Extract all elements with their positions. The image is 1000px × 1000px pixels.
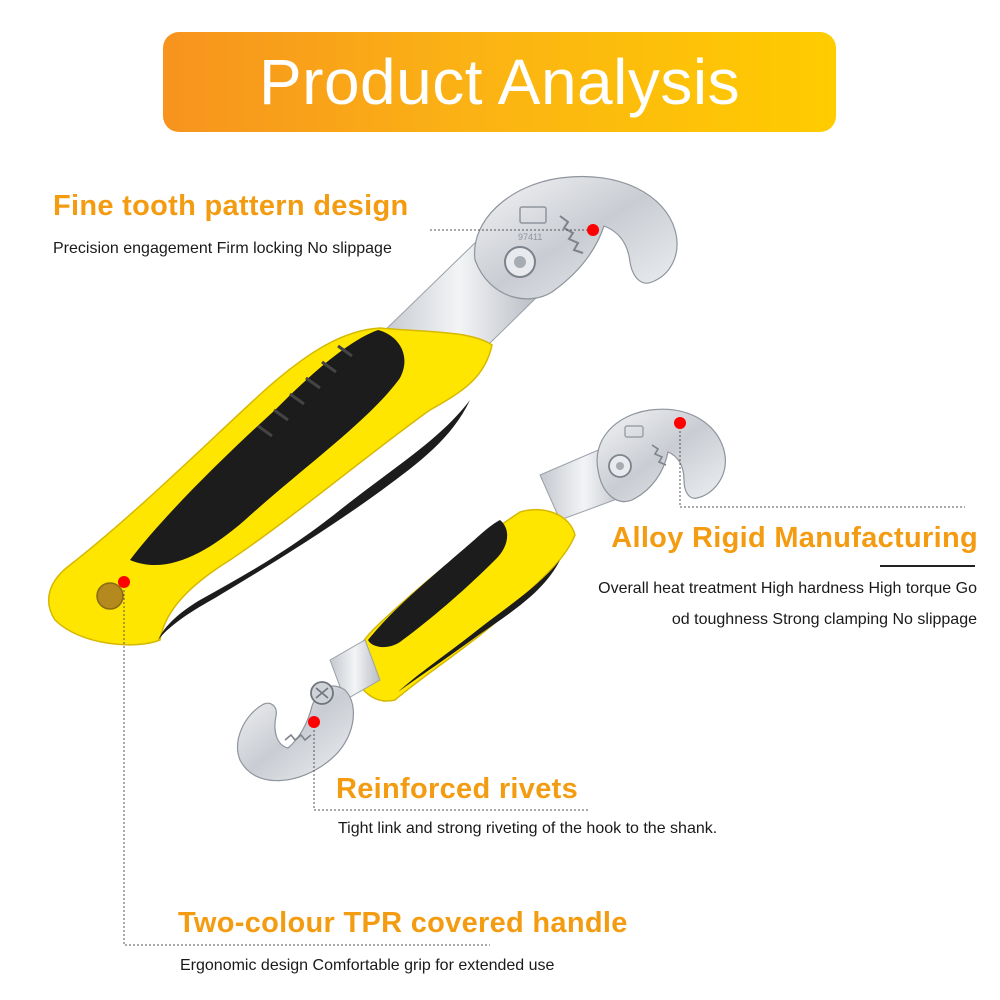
large-wrench-grip-ridges [257, 344, 353, 438]
feature-heading-rivets: Reinforced rivets [336, 773, 579, 805]
marker-rivets [308, 716, 320, 728]
small-wrench-grip [368, 520, 508, 648]
small-wrench [236, 408, 726, 782]
feature-heading-teeth: Fine tooth pattern design [53, 190, 409, 222]
callout-markers [118, 224, 686, 728]
large-wrench-logo [519, 206, 547, 224]
feature-desc-rivets: Tight link and strong riveting of the ho… [338, 820, 718, 837]
small-wrench-lower-head [236, 685, 354, 782]
large-wrench-hang-hole [96, 582, 124, 610]
feature-desc-teeth: Precision engagement Firm locking No sli… [53, 240, 392, 257]
large-wrench: 97411 [47, 175, 678, 646]
title-banner: Product Analysis [163, 32, 836, 132]
marker-teeth [587, 224, 599, 236]
callout-line-handle [123, 582, 490, 946]
small-wrench-lower-shank [329, 639, 381, 701]
small-wrench-handle-yellow [353, 509, 576, 702]
small-wrench-upper-head [596, 408, 726, 503]
callout-line-alloy [679, 423, 965, 508]
feature-heading-handle: Two-colour TPR covered handle [178, 907, 628, 939]
marker-handle [118, 576, 130, 588]
large-wrench-grip-upper [130, 330, 405, 566]
large-wrench-stamp: 97411 [518, 232, 542, 242]
feature-heading-alloy: Alloy Rigid Manufacturing [611, 522, 978, 554]
callout-lines [123, 229, 965, 946]
feature-desc-alloy-line2: od toughness Strong clamping No slippage [671, 611, 977, 628]
large-wrench-head [474, 175, 678, 300]
large-wrench-teeth [559, 215, 584, 254]
callout-line-rivets [313, 722, 590, 811]
page-title: Product Analysis [258, 46, 741, 118]
feature-desc-alloy-line1: Overall heat treatment High hardness Hig… [598, 580, 977, 597]
marker-alloy [674, 417, 686, 429]
feature-desc-handle: Ergonomic design Comfortable grip for ex… [180, 957, 555, 974]
large-wrench-grip-lower [158, 400, 470, 640]
